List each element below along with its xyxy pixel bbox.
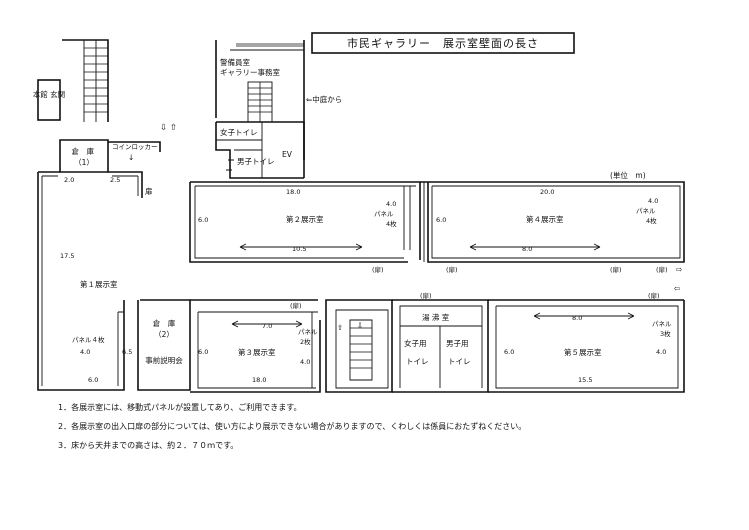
room5-walls bbox=[488, 299, 685, 393]
room3-label: 第３展示室 bbox=[238, 347, 276, 357]
coin-locker-arrow: ↓ bbox=[128, 153, 134, 162]
dim-r3-right: 4.0 bbox=[300, 358, 310, 366]
notes: 1．各展示室には、移動式パネルが設置してあり、ご利用できます。 2．各展示室の出… bbox=[58, 402, 526, 459]
storage1-label: 倉 庫 （1） bbox=[72, 146, 97, 167]
dim-r2-top: 18.0 bbox=[286, 188, 300, 196]
dim-r2-mid: 10.5 bbox=[292, 245, 306, 253]
floor-plan: 市民ギャラリー 展示室壁面の長さ 本館 玄関 ⇩ ⇧ 倉 庫 （1） コインロッ… bbox=[33, 32, 685, 393]
dim-r2-left: 6.0 bbox=[198, 216, 208, 224]
room3-walls bbox=[190, 299, 321, 393]
arrow-right: ⇨ bbox=[676, 265, 682, 274]
dim-r3-left: 6.0 bbox=[198, 348, 208, 356]
dim-r5-bottom: 15.5 bbox=[578, 376, 592, 384]
dim-r1-right: 6.5 bbox=[122, 348, 132, 356]
mens-wc2-label: 男子用トイレ bbox=[446, 339, 471, 366]
room4-label: 第４展示室 bbox=[526, 214, 564, 224]
room1-inner bbox=[41, 175, 139, 386]
door-r4-left: (扉) bbox=[446, 265, 458, 274]
kitchen-label: 湯 沸 室 bbox=[422, 312, 450, 322]
note-3: 3．床から天井までの高さは、約２．７０ｍです。 bbox=[58, 441, 239, 450]
room5-label: 第５展示室 bbox=[564, 347, 602, 357]
mens-wc-label: 男子トイレ bbox=[237, 157, 275, 166]
dim-r1-bottom: 6.0 bbox=[88, 376, 98, 384]
dim-r5-top: 8.0 bbox=[572, 314, 582, 322]
dim-r3-bottom: 18.0 bbox=[252, 376, 266, 384]
up-down-arrows: ⇩ ⇧ bbox=[160, 123, 177, 133]
arrow-left: ⇦ bbox=[674, 284, 680, 293]
storage2-label: 倉 庫（2） bbox=[153, 318, 176, 339]
unit-label: (単位 m) bbox=[610, 170, 646, 180]
dim-r5-left: 6.0 bbox=[504, 348, 514, 356]
door-r3: (扉) bbox=[290, 301, 302, 310]
room1-label: 第１展示室 bbox=[80, 279, 118, 289]
kitchen-block bbox=[392, 299, 489, 393]
center-stair-door: ⇧ bbox=[337, 323, 343, 332]
center-stair-arrow: ⇩ bbox=[357, 321, 363, 330]
room4-walls bbox=[420, 181, 685, 263]
dim-r3-top: 7.0 bbox=[262, 322, 272, 330]
door-kitchen: (扉) bbox=[420, 291, 432, 300]
dim-r1-top-right: 2.5 bbox=[110, 176, 120, 184]
note-2: 2．各展示室の出入口扉の部分については、使い方により展示できない場合がありますの… bbox=[58, 422, 527, 431]
stairs-guard bbox=[247, 81, 273, 123]
door-r4-right: (扉) bbox=[610, 265, 622, 274]
room2-label: 第２展示室 bbox=[286, 214, 324, 224]
room2-inner bbox=[194, 185, 416, 259]
stairs-top-left bbox=[62, 39, 109, 122]
toilet-block bbox=[215, 121, 305, 179]
dim-r4-top: 20.0 bbox=[540, 188, 554, 196]
plan-title: 市民ギャラリー 展示室壁面の長さ bbox=[347, 36, 539, 50]
door-r4-end: (扉) bbox=[656, 265, 668, 274]
room1-walls bbox=[37, 171, 191, 391]
main-entrance-box bbox=[37, 79, 61, 121]
womens-wc-label: 女子トイレ bbox=[220, 127, 258, 137]
briefing-label: 事前説明会 bbox=[145, 355, 183, 365]
door-r5: (扉) bbox=[648, 291, 660, 300]
storage1-box bbox=[59, 139, 109, 173]
from-courtyard-label: ⇐中庭から bbox=[306, 94, 342, 104]
womens-wc2-label: 女子用トイレ bbox=[404, 338, 429, 366]
title-box bbox=[311, 32, 575, 54]
door-r2: (扉) bbox=[372, 265, 384, 274]
note-1: 1．各展示室には、移動式パネルが設置してあり、ご利用できます。 bbox=[58, 403, 302, 412]
dim-r1-height: 17.5 bbox=[60, 252, 74, 260]
door-label-r1: 扉 bbox=[145, 186, 153, 196]
room4-inner bbox=[423, 182, 681, 262]
dim-r4-left: 6.0 bbox=[436, 216, 446, 224]
dim-r5-right: 4.0 bbox=[656, 348, 666, 356]
guard-label: 警備員室ギャラリー事務室 bbox=[220, 57, 280, 77]
room3-inner bbox=[197, 311, 318, 389]
dim-r1-top-left: 2.0 bbox=[64, 176, 74, 184]
coin-locker-wall bbox=[108, 141, 161, 152]
coin-locker-label: コインロッカー bbox=[112, 143, 158, 151]
ev-label: EV bbox=[282, 150, 293, 159]
main-entrance-label: 本館 玄関 bbox=[33, 89, 65, 99]
room5-inner bbox=[495, 305, 679, 389]
dim-r4-mid: 8.0 bbox=[522, 245, 532, 253]
